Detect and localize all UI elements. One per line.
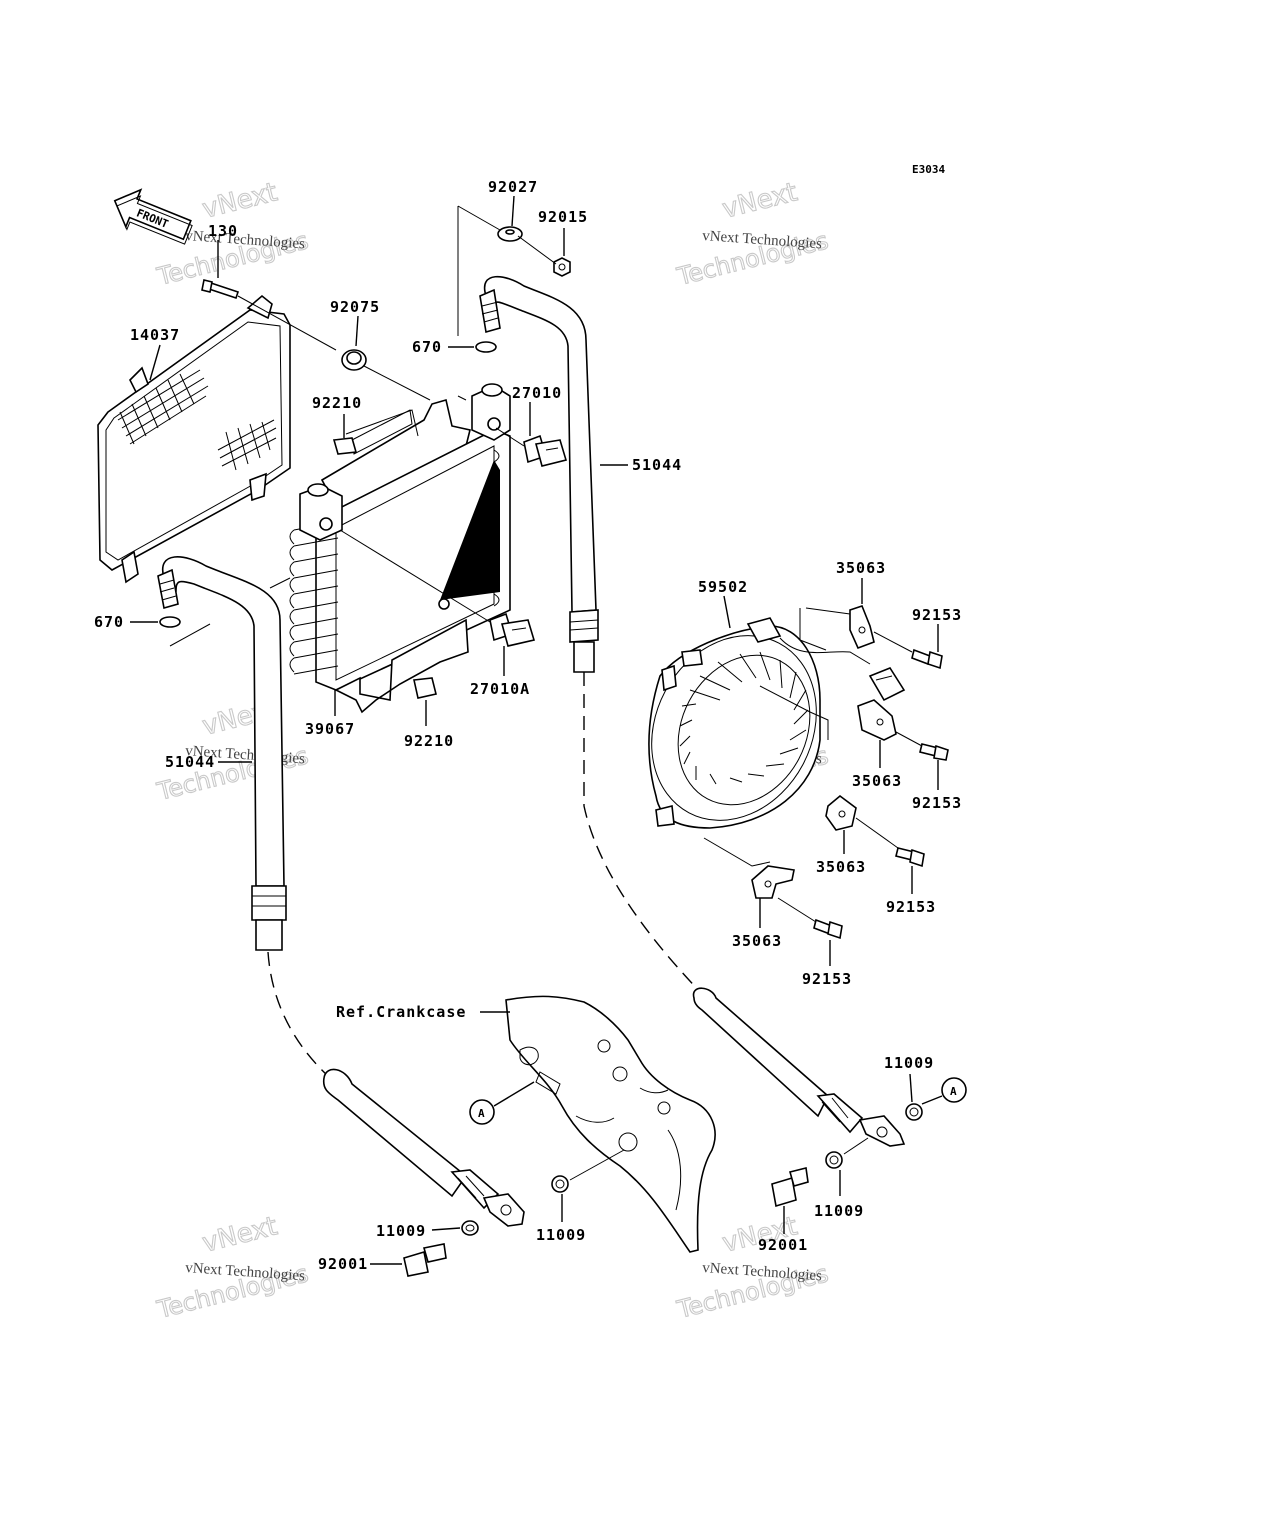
hose-lower-right <box>692 987 906 1147</box>
label-11009-a: 11009 <box>376 1222 426 1240</box>
clamp-35063-a <box>849 605 875 650</box>
label-670-left: 670 <box>94 613 124 631</box>
fan-shroud-59502 <box>648 617 871 829</box>
washer-11009-a <box>461 1220 479 1236</box>
oil-cooler-39067 <box>289 383 511 714</box>
washer-11009-b <box>551 1175 569 1193</box>
label-670-top: 670 <box>412 338 442 356</box>
switch-27010A <box>489 612 536 647</box>
hose-51044-left <box>157 556 287 951</box>
fan-connector <box>868 667 906 702</box>
label-92153-a: 92153 <box>912 606 962 624</box>
label-92153-b: 92153 <box>912 794 962 812</box>
ref-a-left: A <box>478 1107 485 1120</box>
bolt-92153-c <box>895 847 925 868</box>
front-arrow-icon <box>113 188 193 245</box>
switch-27010 <box>523 434 568 467</box>
watermark-mid-left: vNext Technologies vNext Technologies <box>153 694 311 807</box>
banjo-bolt-92001-right <box>771 1167 809 1208</box>
label-92027: 92027 <box>488 178 538 196</box>
clamp-35063-c <box>825 794 857 831</box>
label-92210-bottom: 92210 <box>404 732 454 750</box>
grommet-92075 <box>341 349 367 371</box>
label-27010A: 27010A <box>470 680 530 698</box>
label-11009-c: 11009 <box>884 1054 934 1072</box>
bolt-92153-b <box>919 743 949 761</box>
label-27010: 27010 <box>512 384 562 402</box>
clip-92210-top <box>332 437 358 455</box>
label-11009-b: 11009 <box>536 1226 586 1244</box>
diagram-code: E3034 <box>912 163 945 176</box>
ref-a-right: A <box>950 1085 957 1098</box>
label-92153-c: 92153 <box>886 898 936 916</box>
label-92015: 92015 <box>538 208 588 226</box>
label-92210-top: 92210 <box>312 394 362 412</box>
label-92001-left: 92001 <box>318 1255 368 1273</box>
label-92075: 92075 <box>330 298 380 316</box>
o-ring-670-left <box>159 616 181 628</box>
radiator-screen-14037 <box>97 294 291 584</box>
label-92001-right: 92001 <box>758 1236 808 1254</box>
label-39067: 39067 <box>305 720 355 738</box>
bolt-130 <box>201 279 240 300</box>
washer-11009-c <box>905 1103 923 1121</box>
label-59502: 59502 <box>698 578 748 596</box>
ref-a-left-circle <box>469 1099 495 1125</box>
route-right-hose <box>583 672 705 997</box>
crankcase-reference <box>505 995 716 1253</box>
label-51044-left: 51044 <box>165 753 215 771</box>
route-left-hose <box>267 951 331 1079</box>
o-ring-670-top <box>475 341 497 353</box>
hose-51044-right <box>479 275 599 673</box>
label-130: 130 <box>208 222 238 240</box>
banjo-bolt-92001-left <box>403 1243 447 1277</box>
label-51044-right: 51044 <box>632 456 682 474</box>
watermark-top-right: vNext Technologies vNext Technologies <box>673 177 831 292</box>
label-35063-d: 35063 <box>732 932 782 950</box>
clamp-35063-d <box>751 865 795 899</box>
label-11009-d: 11009 <box>814 1202 864 1220</box>
hose-lower-left <box>322 1068 525 1227</box>
clamp-35063-b <box>857 699 897 741</box>
nut-92015 <box>553 257 571 277</box>
ref-a-right-circle <box>941 1077 967 1103</box>
watermark-bottom-left: vNext Technologies vNext Technologies <box>153 1211 311 1325</box>
svg-text:vNext: vNext <box>199 177 280 224</box>
svg-text:vNext: vNext <box>199 1211 280 1258</box>
washer-92027 <box>497 226 523 242</box>
label-14037: 14037 <box>130 326 180 344</box>
clip-92210-bottom <box>413 677 437 699</box>
label-ref-crankcase: Ref.Crankcase <box>336 1003 466 1021</box>
bolt-92153-a <box>911 648 943 670</box>
label-35063-a: 35063 <box>836 559 886 577</box>
label-35063-b: 35063 <box>852 772 902 790</box>
washer-11009-d <box>825 1151 843 1169</box>
label-35063-c: 35063 <box>816 858 866 876</box>
svg-text:vNext: vNext <box>719 177 800 224</box>
label-92153-d: 92153 <box>802 970 852 988</box>
bolt-92153-d <box>813 918 843 940</box>
